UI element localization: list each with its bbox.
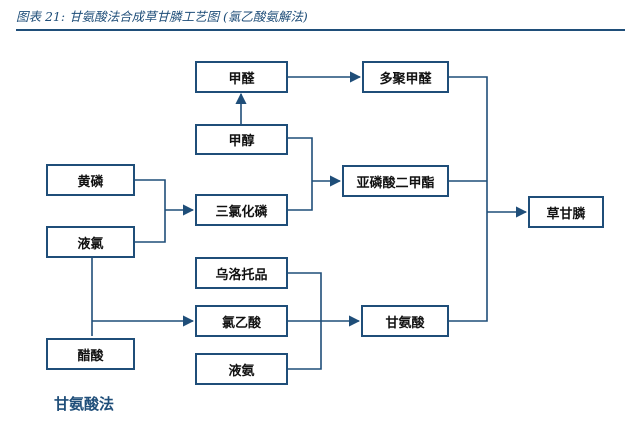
node-chloroacetic-acid: 氯乙酸 [195, 305, 288, 337]
figure-caption: 图表 21: 甘氨酸法合成草甘膦工艺图 (氯乙酸氨解法) [16, 9, 308, 24]
node-urotropine: 乌洛托品 [195, 257, 288, 289]
node-formaldehyde: 甲醛 [195, 61, 288, 93]
node-acetic-acid: 醋酸 [46, 338, 135, 370]
node-glycine: 甘氨酸 [361, 305, 449, 337]
method-label: 甘氨酸法 [54, 395, 115, 413]
node-dimethyl-phosphite: 亚磷酸二甲酯 [342, 165, 449, 197]
edge-urotropine-to-glycine [288, 272, 322, 321]
node-liquid-ammonia: 液氨 [195, 353, 288, 385]
edge-liquid-chlorine-to-trichloride [135, 210, 166, 243]
node-phosphorus-trichloride: 三氯化磷 [195, 194, 288, 226]
caption-divider [16, 29, 625, 31]
node-yellow-phosphorus: 黄磷 [46, 164, 135, 196]
edge-glycine-to-glyphosate [449, 212, 488, 322]
edge-methanol-to-phosphite [288, 137, 313, 181]
node-liquid-chlorine: 液氯 [46, 226, 135, 258]
node-paraformaldehyde: 多聚甲醛 [362, 61, 449, 93]
edge-ammonia-to-glycine [288, 321, 322, 370]
node-methanol: 甲醇 [195, 124, 288, 155]
node-glyphosate: 草甘膦 [528, 196, 604, 228]
edge-yellow-phosphorus-to-trichloride [135, 179, 166, 210]
edge-paraformaldehyde-to-glyphosate [449, 76, 488, 212]
edge-trichloride-to-phosphite [288, 181, 313, 211]
